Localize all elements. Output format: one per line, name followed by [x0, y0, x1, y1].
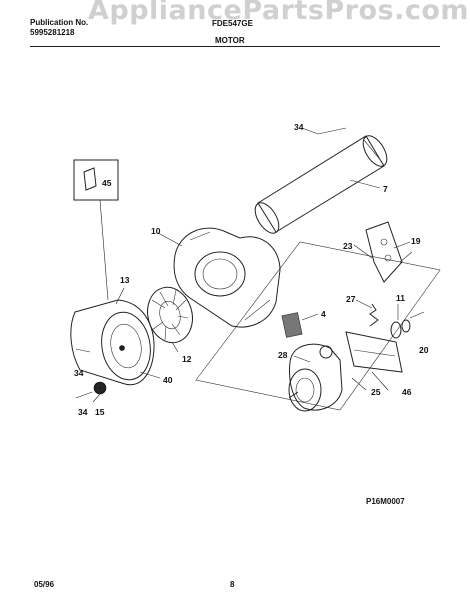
callout-13: 13: [120, 275, 130, 285]
publication-label: Publication No.: [30, 18, 89, 27]
publication-number: 5995281218: [30, 28, 75, 37]
callout-34-middle: 34: [74, 368, 84, 378]
callout-7: 7: [383, 184, 388, 194]
callout-28: 28: [278, 350, 288, 360]
motor-mount-clip: [281, 312, 303, 338]
screw-34-lower: [75, 391, 93, 399]
callout-labels: 34 7 10 19 23 45 13 4 11 27 20 12 28 34 …: [74, 122, 429, 417]
footer-date: 05/96: [34, 580, 55, 589]
callout-23: 23: [343, 241, 353, 251]
callout-15: 15: [95, 407, 105, 417]
screw-34-upper: [75, 348, 91, 353]
model-number: FDE547GE: [212, 19, 253, 28]
callout-19: 19: [411, 236, 421, 246]
front-bearing: [93, 381, 107, 395]
inset-detail-box: [73, 159, 119, 301]
ground-plane-outline: [195, 241, 441, 411]
callout-45: 45: [102, 178, 112, 188]
callout-11: 11: [396, 293, 405, 303]
callout-40: 40: [163, 375, 173, 385]
callout-20: 20: [419, 345, 429, 355]
drive-motor: [288, 343, 343, 412]
callout-12: 12: [182, 354, 192, 364]
front-bulkhead-plate: [70, 299, 155, 386]
screw-20: [409, 311, 425, 319]
callout-4: 4: [321, 309, 326, 319]
callout-25: 25: [371, 387, 381, 397]
blower-wheel: [147, 286, 193, 344]
motor-bracket: [345, 331, 403, 373]
idler-pulley: [390, 319, 411, 339]
blower-housing: [173, 227, 281, 328]
callout-10: 10: [151, 226, 161, 236]
callout-leaders: [92, 127, 411, 403]
callout-34-lower: 34: [78, 407, 88, 417]
footer-page-number: 8: [230, 580, 235, 589]
idler-bracket: [365, 221, 413, 283]
section-title: MOTOR: [215, 36, 245, 45]
callout-46: 46: [402, 387, 412, 397]
callout-34-top: 34: [294, 122, 304, 132]
diagram-reference-code: P16M0007: [366, 497, 405, 506]
idler-spring: [369, 303, 379, 327]
exhaust-duct: [254, 135, 388, 234]
callout-27: 27: [346, 294, 356, 304]
screw-34-top: [317, 127, 347, 135]
header-rule: [30, 46, 440, 47]
